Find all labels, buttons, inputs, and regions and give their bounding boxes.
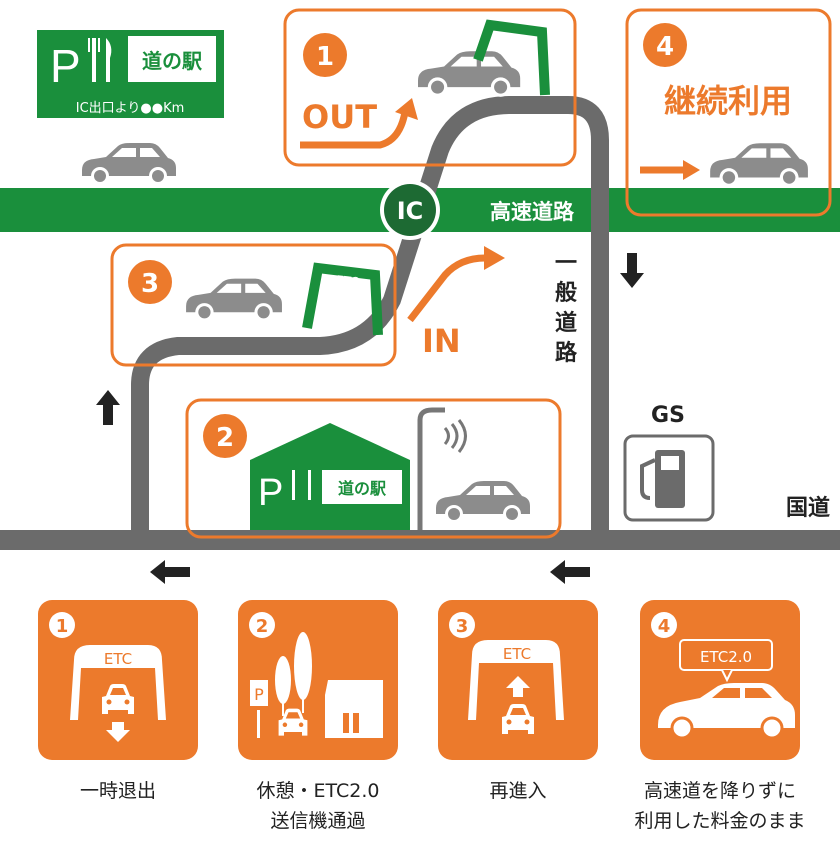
svg-text:一: 一 — [555, 251, 577, 276]
speech-bubble-icon: ETC2.0 — [679, 639, 773, 683]
scene-4-continue: 4 継続利用 — [625, 8, 832, 217]
in-label: IN — [422, 322, 461, 360]
ic-marker: IC — [380, 180, 440, 240]
national-road — [0, 530, 840, 550]
etc-gate-icon — [302, 262, 383, 336]
scene-1-out: 1 ETC OUT — [283, 8, 577, 167]
arrow-down-icon — [620, 253, 644, 288]
parking-sign-icon — [250, 680, 268, 706]
card-2: 2 P — [238, 600, 398, 760]
car-icon — [658, 683, 795, 740]
sign-distance: IC出口より●●Km — [76, 101, 185, 116]
arrow-up-icon — [506, 676, 530, 697]
scene-2-rest: 2 P 道の駅 — [185, 398, 562, 539]
fork-knife-icon — [88, 38, 112, 82]
parking-p: P — [50, 40, 81, 92]
etc-gate-label: ETC — [335, 273, 359, 289]
card-1-caption: 一時退出 — [79, 780, 156, 802]
svg-text:1: 1 — [56, 616, 69, 637]
svg-text:道: 道 — [555, 310, 577, 336]
sign-station-name: 道の駅 — [142, 49, 202, 73]
general-road-label: 一 般 道 路 — [555, 251, 578, 366]
card-4-caption: 高速道を降りずに 利用した料金のまま — [634, 780, 806, 832]
car-icon — [710, 143, 808, 187]
etc-gate-icon — [70, 645, 166, 720]
scene-number: 1 — [316, 42, 334, 72]
ic-label: IC — [397, 197, 424, 225]
scene-3-in: 3 ETC IN — [110, 243, 505, 367]
out-arrow-icon — [300, 111, 409, 149]
highway-label: 高速道路 — [490, 200, 575, 224]
out-label: OUT — [302, 98, 377, 136]
car-icon — [418, 51, 521, 97]
ic-ramp-road — [131, 96, 609, 540]
svg-text:ETC: ETC — [104, 650, 132, 668]
gas-station-icon — [623, 434, 715, 522]
svg-text:般: 般 — [555, 280, 577, 306]
arrow-left-icon — [150, 560, 190, 584]
card-2-caption: 休憩・ETC2.0 送信機通過 — [256, 780, 380, 832]
in-arrow-icon — [407, 254, 486, 323]
svg-text:P: P — [258, 472, 283, 514]
svg-text:ETC: ETC — [503, 645, 531, 663]
card-3: 3 ETC — [438, 600, 598, 760]
car-icon — [186, 278, 282, 322]
svg-text:P: P — [254, 685, 264, 704]
svg-text:路: 路 — [555, 340, 578, 366]
card-4: 4 ETC2.0 — [640, 600, 800, 760]
card-1: 1 ETC — [38, 600, 198, 760]
michinoeki-sign: P 道の駅 IC出口より●●Km — [37, 30, 224, 118]
etc-gate-label: ETC — [508, 34, 532, 50]
etc-gate-icon — [473, 19, 550, 96]
svg-text:3: 3 — [456, 616, 469, 637]
car-icon — [436, 481, 530, 523]
tree-icon — [275, 656, 291, 704]
national-road-label: 国道 — [786, 495, 830, 521]
building-icon — [325, 680, 383, 738]
station-name: 道の駅 — [338, 479, 387, 498]
gs-label: GS — [651, 403, 685, 428]
svg-text:4: 4 — [658, 616, 671, 637]
etc2-antenna-icon — [417, 407, 467, 530]
etc-gate-icon — [468, 640, 564, 720]
scene-number: 3 — [141, 269, 159, 299]
arrow-down-icon — [106, 722, 130, 742]
card-3-caption: 再進入 — [489, 780, 547, 802]
svg-text:2: 2 — [256, 616, 269, 637]
scene-number: 2 — [216, 423, 234, 453]
scene-number: 4 — [656, 32, 674, 62]
tree-icon — [294, 632, 312, 700]
svg-text:ETC2.0: ETC2.0 — [700, 648, 752, 666]
continue-label: 継続利用 — [664, 82, 792, 120]
arrow-left-icon — [550, 560, 590, 584]
arrow-up-icon — [96, 390, 120, 425]
car-icon — [82, 143, 176, 185]
